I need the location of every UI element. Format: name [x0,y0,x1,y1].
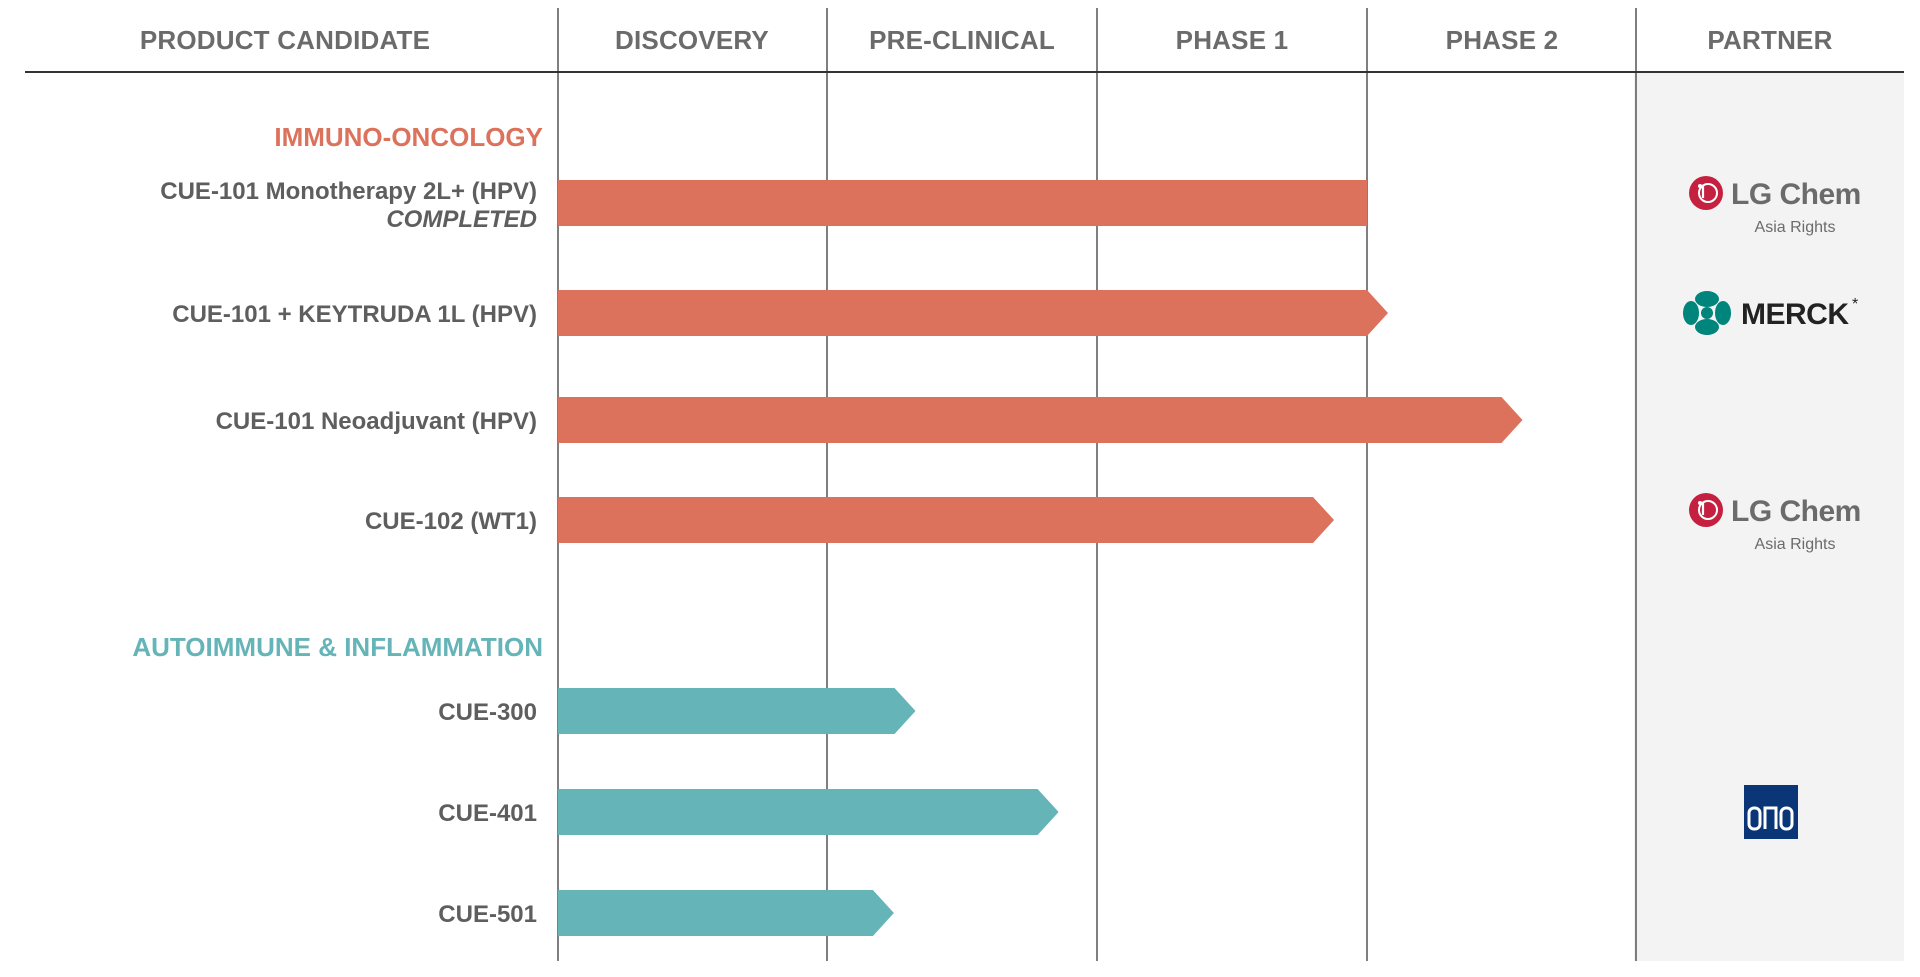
lgchem-rights: Asia Rights [1755,536,1836,553]
header-pre-clinical: PRE-CLINICAL [869,25,1055,55]
label-cue-401: CUE-401 [438,800,537,827]
lg-emblem-icon [1689,176,1723,210]
section-autoimmune-inflammation: AUTOIMMUNE & INFLAMMATION [132,632,543,662]
merck-emblem-bottom [1695,319,1719,335]
label-cue-102-wt1: CUE-102 (WT1) [365,508,537,535]
bar-cue-401 [558,789,1059,835]
lg-emblem-ring [1698,183,1718,203]
label-cue-101-neoadjuvant-hpv: CUE-101 Neoadjuvant (HPV) [216,408,537,435]
merck-logo: MERCK* [1683,291,1858,335]
header-phase-2: PHASE 2 [1446,25,1559,55]
ono-letter-n [1763,806,1778,829]
bar-cue-300 [558,688,916,734]
lgchem-name: LG Chem [1731,495,1861,528]
ono-badge [1744,785,1798,839]
bar-cue-101-keytruda-1l-hpv [558,290,1388,336]
merck-emblem-top [1695,291,1719,307]
bar-cue-101-neoadjuvant-hpv [558,397,1523,443]
merck-emblem-right [1715,301,1731,325]
merck-emblem-center [1701,307,1713,319]
lg-emblem-dot [1698,184,1702,188]
column-headers: PRODUCT CANDIDATE DISCOVERY PRE-CLINICAL PH… [140,25,1833,55]
merck-mark: * [1852,296,1858,313]
label-cue-101-keytruda-1l-hpv: CUE-101 + KEYTRUDA 1L (HPV) [172,301,537,328]
header-partner: PARTNER [1707,25,1832,55]
bar-cue-101-monotherapy-2l-hpv [558,180,1367,226]
label-cue-300: CUE-300 [438,699,537,726]
header-discovery: DISCOVERY [615,25,769,55]
bar-cue-102-wt1 [558,497,1334,543]
lg-emblem-dot [1698,501,1702,505]
lg-emblem-icon [1689,493,1723,527]
label-cue-501: CUE-501 [438,901,537,928]
header-product-candidate: PRODUCT CANDIDATE [140,25,430,55]
lg-emblem-ring [1698,500,1718,520]
ono-letter-o1 [1747,806,1762,831]
sublabel-cue-101-monotherapy-2l-hpv: COMPLETED [386,206,537,233]
merck-name: MERCK [1741,298,1849,331]
merck-emblem-left [1683,301,1699,325]
lgchem-name: LG Chem [1731,178,1861,211]
section-immuno-oncology: IMMUNO-ONCOLOGY [274,122,543,152]
label-cue-101-monotherapy-2l-hpv: CUE-101 Monotherapy 2L+ (HPV) [160,178,537,205]
bar-cue-501 [558,890,894,936]
ono-logo [1744,785,1798,839]
ono-letter-o2 [1779,806,1794,831]
program-rows: IMMUNO-ONCOLOGY CUE-101 Monotherapy 2L+ (… [132,122,1523,936]
lgchem-rights: Asia Rights [1755,219,1836,236]
header-phase-1: PHASE 1 [1176,25,1289,55]
